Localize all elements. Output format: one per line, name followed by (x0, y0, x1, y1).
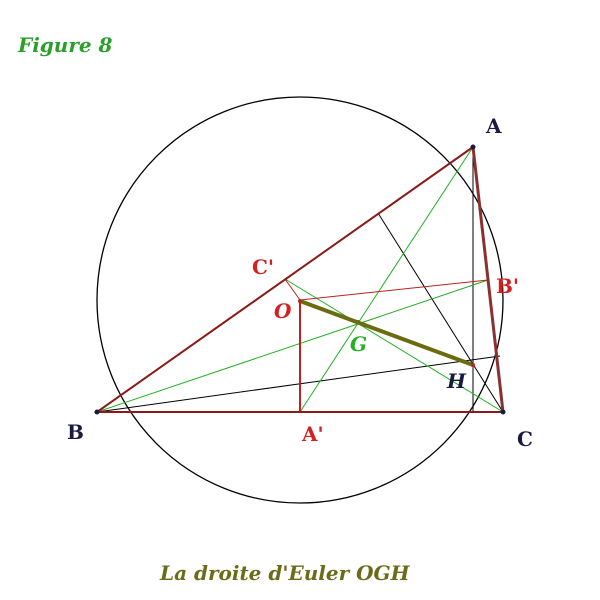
label-C-prime: C' (252, 255, 274, 279)
bisector-OB-prime (299, 279, 489, 301)
label-A: A (485, 114, 502, 138)
circumcircle (96, 96, 504, 504)
bisector-OC-prime (284, 278, 301, 301)
label-H: H (446, 369, 467, 393)
point-O (298, 299, 302, 303)
euler-line-OH (299, 299, 474, 367)
side-AC (471, 146, 505, 413)
median-from-A (299, 146, 474, 413)
label-A-prime: A' (301, 422, 324, 446)
median-from-C (284, 278, 504, 413)
point-C (500, 409, 506, 415)
figure-title: Figure 8 (17, 33, 113, 57)
median-from-B (96, 279, 489, 413)
label-C: C (517, 427, 533, 451)
label-B: B (67, 420, 84, 444)
point-A (470, 144, 476, 150)
point-B (94, 409, 100, 415)
point-H (471, 363, 475, 367)
label-G: G (350, 332, 367, 356)
label-O: O (274, 299, 292, 323)
label-B-prime: B' (496, 274, 519, 298)
caption: La droite d'Euler OGH (159, 561, 411, 585)
altitude-from-B (96, 355, 501, 413)
altitude-from-C (377, 212, 504, 413)
point-G (356, 320, 360, 324)
